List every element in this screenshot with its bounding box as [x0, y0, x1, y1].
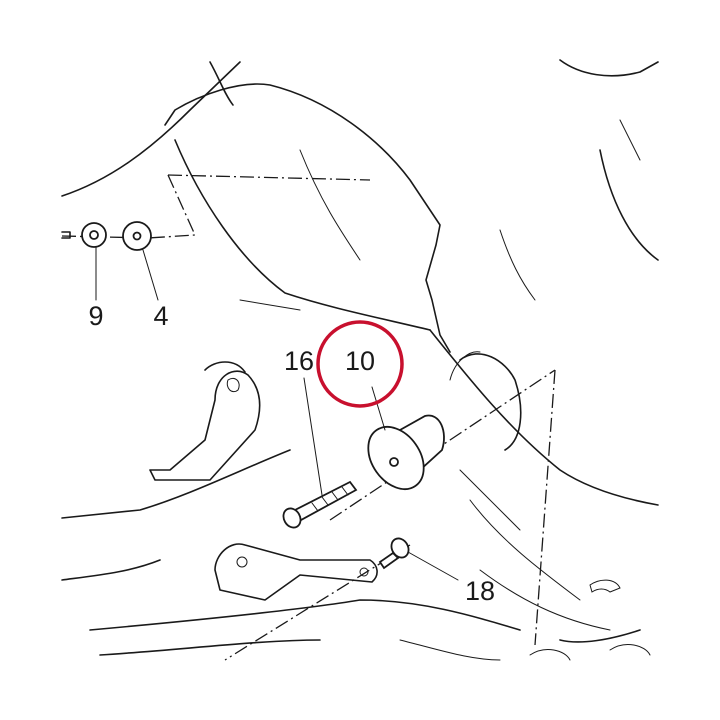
highlight-ring: [316, 320, 404, 408]
part-16-bolt: [282, 377, 358, 529]
callout-4: 4: [153, 301, 168, 331]
callout-10: 10: [345, 346, 375, 376]
part-4-washer: [122, 221, 159, 301]
callout-16: 16: [284, 346, 314, 376]
part-18-screw: [378, 537, 459, 581]
lower-bracket: [61, 361, 651, 661]
frame-outline: [61, 59, 659, 631]
callout-18: 18: [465, 576, 495, 606]
callout-9: 9: [88, 301, 103, 331]
part-10-spacer: [367, 386, 445, 490]
assembly-lines: [61, 174, 556, 661]
part-9-washer: [61, 222, 107, 301]
